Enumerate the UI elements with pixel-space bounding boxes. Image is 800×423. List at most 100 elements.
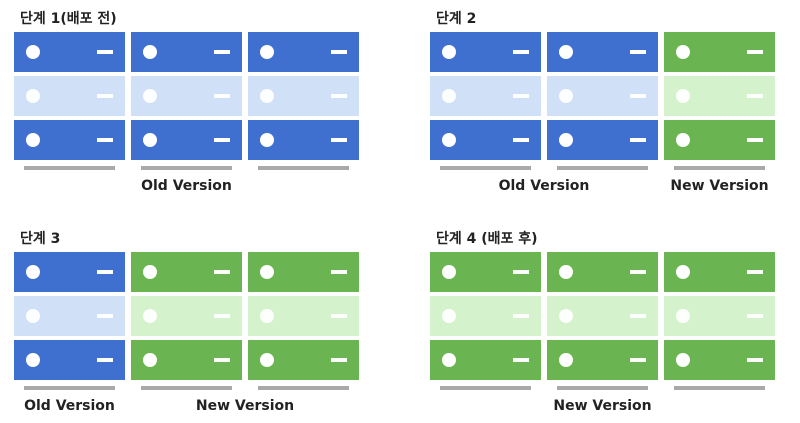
server-base bbox=[440, 166, 531, 170]
stage-title: 단계 3 bbox=[20, 231, 61, 247]
version-label: New Version bbox=[195, 398, 295, 414]
server-status-light-icon bbox=[559, 353, 573, 367]
server-slot-icon bbox=[747, 94, 763, 98]
server-status-light-icon bbox=[26, 353, 40, 367]
server-status-light-icon bbox=[143, 265, 157, 279]
stage-4: 단계 4 (배포 후)New Version bbox=[430, 228, 775, 423]
old-server-unit bbox=[131, 120, 242, 160]
old-server-unit bbox=[14, 32, 125, 72]
old-server-unit bbox=[430, 76, 541, 116]
server-slot-icon bbox=[513, 94, 529, 98]
server-status-light-icon bbox=[442, 45, 456, 59]
server-slot-icon bbox=[97, 138, 113, 142]
stage-1: 단계 1(배포 전)Old Version bbox=[14, 8, 359, 203]
stage-title: 단계 4 (배포 후) bbox=[436, 231, 538, 247]
new-server-unit bbox=[664, 120, 775, 160]
server-status-light-icon bbox=[260, 133, 274, 147]
server-slot-icon bbox=[331, 270, 347, 274]
server-slot-icon bbox=[97, 94, 113, 98]
server-slot-icon bbox=[214, 358, 230, 362]
server-slot-icon bbox=[513, 138, 529, 142]
new-server-unit bbox=[547, 296, 658, 336]
server-slot-icon bbox=[513, 358, 529, 362]
server-status-light-icon bbox=[143, 89, 157, 103]
server-slot-icon bbox=[214, 270, 230, 274]
old-server-unit bbox=[248, 76, 359, 116]
server-slot-icon bbox=[214, 94, 230, 98]
server-status-light-icon bbox=[26, 309, 40, 323]
server-slot-icon bbox=[630, 94, 646, 98]
server-slot-icon bbox=[97, 50, 113, 54]
server-status-light-icon bbox=[442, 265, 456, 279]
new-server-unit bbox=[131, 252, 242, 292]
old-server-unit bbox=[14, 76, 125, 116]
old-server-unit bbox=[430, 120, 541, 160]
server-slot-icon bbox=[214, 138, 230, 142]
server-slot-icon bbox=[630, 314, 646, 318]
server-status-light-icon bbox=[676, 265, 690, 279]
server-slot-icon bbox=[747, 314, 763, 318]
server-status-light-icon bbox=[260, 89, 274, 103]
server-status-light-icon bbox=[26, 265, 40, 279]
old-server-unit bbox=[547, 76, 658, 116]
new-server-unit bbox=[430, 252, 541, 292]
server-slot-icon bbox=[630, 50, 646, 54]
old-server-unit bbox=[430, 32, 541, 72]
version-label: New Version bbox=[670, 178, 769, 194]
server-base bbox=[557, 166, 648, 170]
server-slot-icon bbox=[513, 270, 529, 274]
old-server-unit bbox=[14, 340, 125, 380]
server-slot-icon bbox=[331, 138, 347, 142]
stage-title: 단계 2 bbox=[436, 11, 477, 27]
server-base bbox=[674, 386, 765, 390]
server-slot-icon bbox=[630, 138, 646, 142]
server-base bbox=[141, 386, 232, 390]
old-server-unit bbox=[547, 32, 658, 72]
server-status-light-icon bbox=[676, 45, 690, 59]
new-server-unit bbox=[430, 340, 541, 380]
old-server-unit bbox=[131, 76, 242, 116]
version-label: Old Version bbox=[141, 178, 232, 194]
old-server-unit bbox=[131, 32, 242, 72]
server-status-light-icon bbox=[442, 133, 456, 147]
server-status-light-icon bbox=[143, 309, 157, 323]
server-slot-icon bbox=[630, 270, 646, 274]
new-server-unit bbox=[131, 340, 242, 380]
new-server-unit bbox=[664, 296, 775, 336]
server-status-light-icon bbox=[676, 353, 690, 367]
server-base bbox=[557, 386, 648, 390]
new-server-unit bbox=[248, 340, 359, 380]
server-slot-icon bbox=[513, 50, 529, 54]
new-server-unit bbox=[664, 252, 775, 292]
server-status-light-icon bbox=[26, 89, 40, 103]
server-slot-icon bbox=[747, 50, 763, 54]
server-status-light-icon bbox=[559, 309, 573, 323]
server-status-light-icon bbox=[260, 309, 274, 323]
server-status-light-icon bbox=[143, 133, 157, 147]
new-server-unit bbox=[664, 76, 775, 116]
new-server-unit bbox=[664, 32, 775, 72]
server-slot-icon bbox=[214, 314, 230, 318]
server-status-light-icon bbox=[260, 353, 274, 367]
old-server-unit bbox=[14, 252, 125, 292]
server-status-light-icon bbox=[559, 45, 573, 59]
server-base bbox=[258, 166, 349, 170]
old-server-unit bbox=[547, 120, 658, 160]
server-base bbox=[24, 386, 115, 390]
server-base bbox=[141, 166, 232, 170]
old-server-unit bbox=[14, 296, 125, 336]
server-status-light-icon bbox=[676, 89, 690, 103]
server-slot-icon bbox=[97, 358, 113, 362]
server-slot-icon bbox=[630, 358, 646, 362]
server-status-light-icon bbox=[442, 89, 456, 103]
new-server-unit bbox=[547, 252, 658, 292]
server-status-light-icon bbox=[260, 265, 274, 279]
server-status-light-icon bbox=[143, 45, 157, 59]
server-status-light-icon bbox=[559, 265, 573, 279]
server-base bbox=[258, 386, 349, 390]
server-status-light-icon bbox=[143, 353, 157, 367]
server-status-light-icon bbox=[676, 309, 690, 323]
server-status-light-icon bbox=[676, 133, 690, 147]
